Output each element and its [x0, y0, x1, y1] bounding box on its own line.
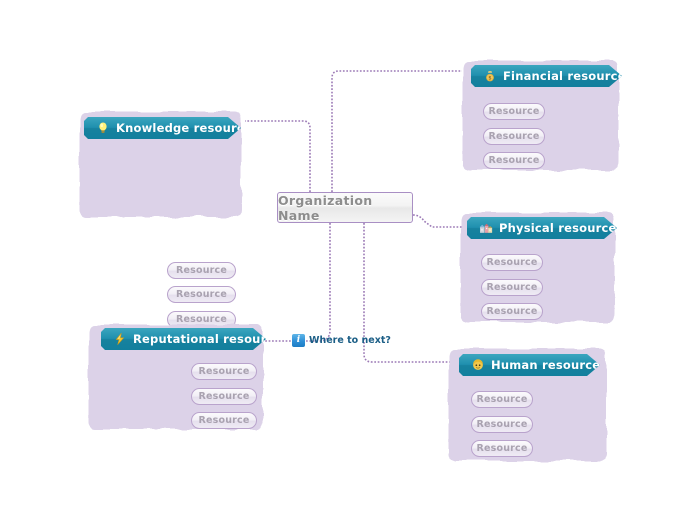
branch-label: Human resources	[491, 358, 608, 372]
buildings-icon	[479, 221, 493, 235]
central-node[interactable]: Organization Name	[277, 192, 413, 223]
branch-financial[interactable]: $ Financial resources Resource Resource …	[459, 57, 623, 174]
connector-financial	[331, 70, 462, 192]
resource-pill[interactable]: Resource	[167, 262, 236, 279]
branch-human[interactable]: Human resources Resource Resource Resour…	[445, 345, 611, 465]
branch-header-reputational[interactable]: Reputational resources	[101, 328, 266, 350]
lightning-icon	[113, 332, 127, 346]
resource-pill[interactable]: Resource	[483, 128, 545, 145]
branch-label: Knowledge resources	[116, 121, 259, 135]
branch-knowledge[interactable]: Knowledge resources Resource Resource Re…	[76, 108, 246, 328]
resource-pill[interactable]: Resource	[483, 103, 545, 120]
resource-pill[interactable]: Resource	[481, 254, 543, 271]
resource-pill[interactable]: Resource	[481, 303, 543, 320]
money-bag-icon: $	[483, 69, 497, 83]
resource-pill[interactable]: Resource	[167, 286, 236, 303]
callout-label: Where to next?	[309, 334, 391, 346]
resource-pill[interactable]: Resource	[483, 152, 545, 169]
lightbulb-icon	[96, 121, 110, 135]
central-node-label: Organization Name	[278, 192, 373, 223]
branch-header-financial[interactable]: $ Financial resources	[471, 65, 622, 87]
resource-pill[interactable]: Resource	[471, 416, 533, 433]
connector-reputational	[256, 223, 331, 342]
branch-reputational[interactable]: Reputational resources Resource Resource…	[85, 321, 267, 433]
resource-pill[interactable]: Resource	[481, 279, 543, 296]
branch-label: Financial resources	[503, 69, 633, 83]
resource-pill[interactable]: Resource	[191, 363, 257, 380]
resource-pill[interactable]: Resource	[471, 391, 533, 408]
connector-physical	[412, 214, 462, 228]
branch-label: Reputational resources	[133, 332, 289, 346]
branch-header-physical[interactable]: Physical resources	[467, 217, 617, 239]
branch-label: Physical resources	[499, 221, 624, 235]
info-icon: i	[292, 333, 305, 347]
person-icon	[471, 358, 485, 372]
where-to-next-callout[interactable]: i Where to next?	[292, 332, 391, 348]
resource-pill[interactable]: Resource	[471, 440, 533, 457]
branch-physical[interactable]: Physical resources Resource Resource Res…	[457, 209, 619, 326]
branch-header-human[interactable]: Human resources	[459, 354, 600, 376]
svg-text:$: $	[488, 76, 492, 82]
resource-pill[interactable]: Resource	[191, 388, 257, 405]
resource-pill[interactable]: Resource	[191, 412, 257, 429]
branch-header-knowledge[interactable]: Knowledge resources	[84, 117, 241, 139]
connector-knowledge	[245, 120, 311, 192]
